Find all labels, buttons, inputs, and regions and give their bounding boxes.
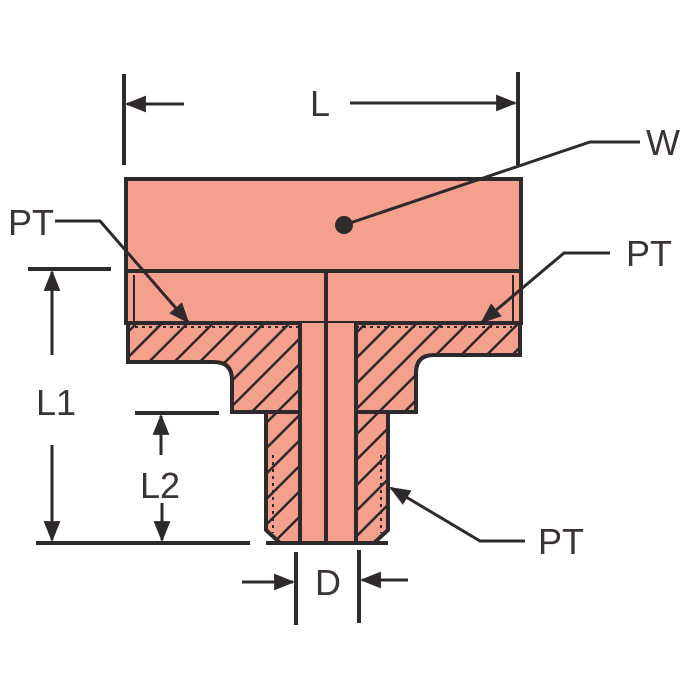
dimension-d [242,550,408,625]
dimension-l1 [28,267,250,545]
dimension-l2 [135,411,219,543]
thread-right-leader [480,251,610,324]
label-d: D [315,562,341,603]
label-l: L [310,83,331,124]
dimension-l [122,72,520,165]
label-w: W [646,122,680,163]
tee-body [124,177,523,545]
thread-bottom-leader [389,486,525,543]
label-pt-right: PT [626,233,673,274]
thread-left-leader [55,219,190,324]
label-pt-left: PT [8,202,55,243]
label-l1: L1 [36,382,77,423]
weight-leader [343,140,640,227]
label-l2: L2 [140,465,181,506]
label-pt-bottom: PT [538,521,585,562]
